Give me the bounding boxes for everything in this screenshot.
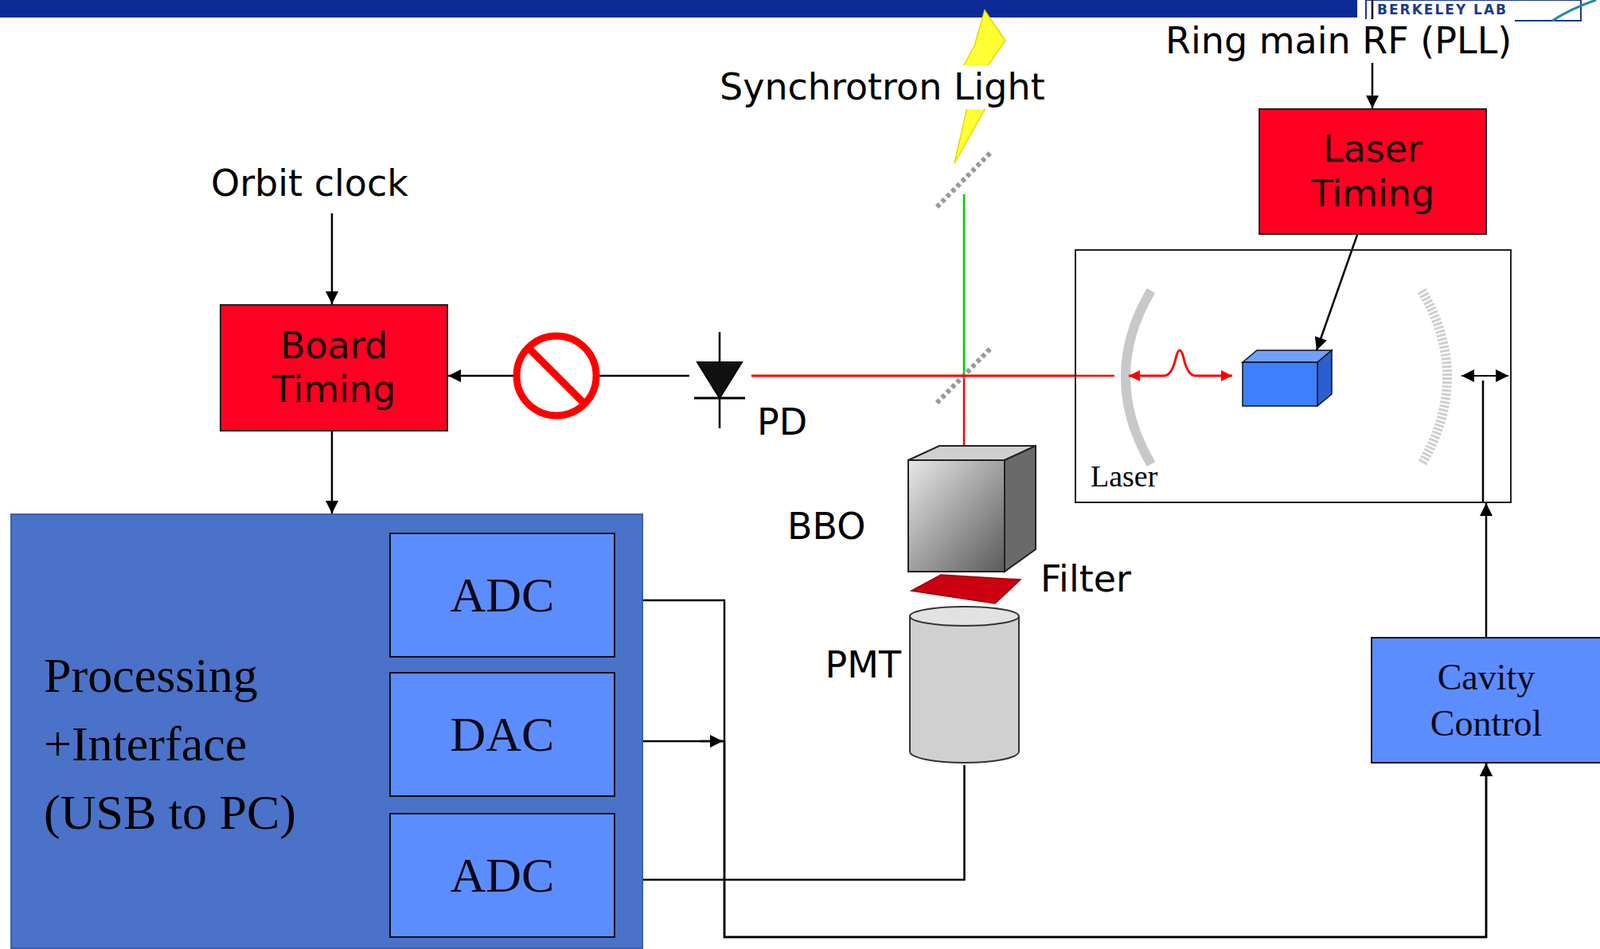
symbol-stroke [909, 606, 1019, 626]
node-label: Processing +Interface (USB to PC) [43, 640, 363, 847]
prohibition-bar [528, 347, 585, 404]
symbol-stroke [697, 362, 742, 399]
signal-wire [1485, 503, 1488, 637]
orbit-clock-line [331, 213, 334, 305]
node-label: PMT [824, 643, 902, 687]
signal-wire [1316, 234, 1358, 351]
signal-name: Orbit clock [207, 161, 412, 206]
logo-swoosh [1552, 0, 1597, 21]
node-label: ADC [450, 846, 555, 904]
prohibition-sign [516, 335, 597, 416]
filter [911, 574, 1021, 604]
laser-beam [751, 374, 1075, 378]
header-bar [0, 0, 1358, 18]
source-name: Synchrotron Light [716, 65, 1049, 110]
crystal-front [1242, 362, 1318, 406]
pulse-left-arrow [1128, 374, 1164, 378]
node-label: Board Timing [229, 323, 439, 412]
signal-wire [615, 764, 965, 880]
piezo-double-arrow [1461, 374, 1509, 377]
pulse-right-arrow [1195, 374, 1233, 378]
right-mirror [1421, 290, 1448, 465]
symbol-stroke [694, 397, 746, 400]
pulse [1163, 350, 1196, 376]
signal-wire [615, 741, 1487, 937]
logo-text: BERKELEY LAB [1373, 1, 1511, 19]
logo-frame [1365, 0, 1581, 21]
laser-beam-inside [1074, 374, 1115, 378]
photomultiplier: PMT [908, 606, 1021, 765]
photomultiplier-symbol [908, 606, 1021, 765]
crystal-side [1317, 350, 1332, 406]
node-label: PD [757, 400, 808, 444]
photodiode-symbol [689, 331, 752, 429]
timing-box: Board Timing [219, 304, 449, 432]
laser-housing: Laser [1074, 249, 1512, 504]
signal-wire [331, 431, 334, 514]
node-label: ADC [450, 566, 555, 624]
green-beam [963, 194, 966, 376]
node-label: Laser Timing [1268, 127, 1478, 215]
red-beam-down [963, 375, 966, 448]
node-label: DAC [450, 706, 555, 763]
bbo-front [908, 460, 1005, 572]
node-label: Cavity Control [1378, 654, 1594, 746]
part-name: Filter [1037, 557, 1135, 601]
control-box: Cavity Control [1370, 636, 1600, 764]
symbol-stroke [909, 616, 1019, 763]
node-label: Laser [1090, 458, 1158, 494]
crystal-top [1242, 350, 1332, 363]
converter-box: DAC [389, 671, 616, 797]
converter-box: ADC [389, 532, 616, 658]
timing-box: Laser Timing [1258, 108, 1487, 235]
piezo-line [1482, 380, 1485, 504]
photodiode: PD [689, 331, 752, 429]
signal-wire [615, 600, 1487, 937]
left-mirror [1125, 290, 1152, 465]
part-name: BBO [784, 504, 870, 549]
processing-panel: Processing +Interface (USB to PC) ADC DAC A… [10, 513, 644, 949]
converter-box: ADC [389, 812, 616, 938]
bbo-side [1004, 445, 1036, 572]
signal-name: Ring main RF (PLL) [1162, 19, 1515, 63]
